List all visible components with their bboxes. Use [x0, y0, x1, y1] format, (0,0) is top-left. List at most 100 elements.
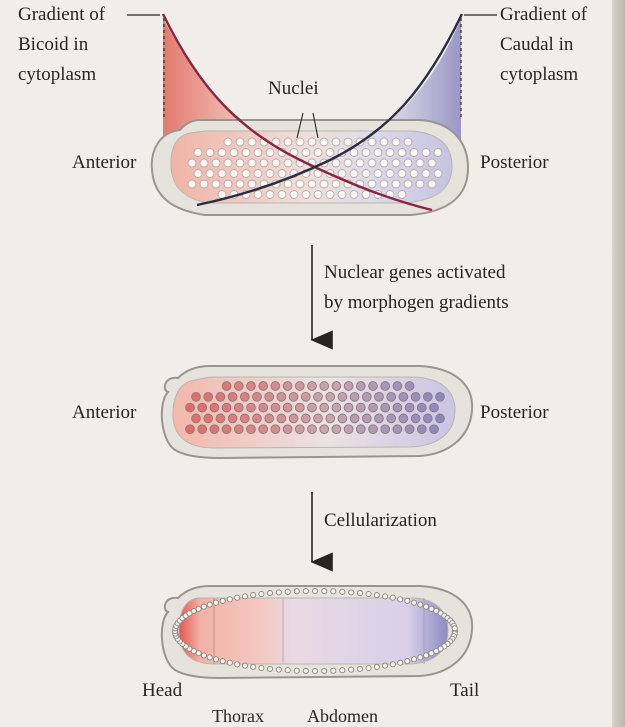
nucleus — [423, 414, 432, 423]
cell — [285, 589, 290, 594]
cell — [294, 589, 299, 594]
nucleus — [186, 425, 195, 434]
cell — [382, 663, 387, 668]
nucleus — [405, 425, 414, 434]
nucleus — [430, 425, 439, 434]
nucleus — [344, 403, 353, 412]
cell — [390, 662, 395, 667]
cell — [285, 668, 290, 673]
nucleus — [314, 414, 323, 423]
cell — [390, 595, 395, 600]
cell — [251, 593, 256, 598]
nucleus — [344, 382, 353, 391]
cell — [303, 668, 308, 673]
nucleus — [423, 392, 432, 401]
bicoid-label-line-1: Gradient of — [18, 4, 105, 26]
nucleus — [212, 180, 220, 188]
nucleus — [308, 138, 316, 146]
nucleus — [338, 414, 347, 423]
nucleus — [320, 138, 328, 146]
nucleus — [253, 392, 262, 401]
nucleus — [326, 191, 334, 199]
nucleus — [228, 414, 237, 423]
cell — [349, 590, 354, 595]
nucleus — [194, 149, 202, 157]
nucleus — [362, 392, 371, 401]
nucleus — [206, 170, 214, 178]
nucleus — [222, 425, 231, 434]
nucleus — [302, 191, 310, 199]
nucleus — [350, 392, 359, 401]
nucleus — [254, 170, 262, 178]
nucleus — [200, 159, 208, 167]
nucleus — [295, 382, 304, 391]
cell — [276, 590, 281, 595]
nucleus — [368, 180, 376, 188]
cell — [235, 595, 240, 600]
cell — [242, 594, 247, 599]
stage2-posterior-label: Posterior — [480, 402, 549, 424]
nucleus — [242, 149, 250, 157]
nucleus — [296, 180, 304, 188]
nucleus — [362, 191, 370, 199]
nucleus — [326, 392, 335, 401]
nucleus — [362, 149, 370, 157]
cell — [196, 606, 201, 611]
cell — [322, 589, 327, 594]
cell — [398, 597, 403, 602]
nucleus — [326, 414, 335, 423]
nucleus — [194, 170, 202, 178]
nucleus — [374, 170, 382, 178]
nucleus — [356, 382, 365, 391]
cell — [398, 660, 403, 665]
nucleus — [302, 149, 310, 157]
nucleus — [380, 138, 388, 146]
nucleus — [289, 392, 298, 401]
nucleus — [284, 159, 292, 167]
cell — [411, 657, 416, 662]
cell — [322, 668, 327, 673]
nucleus — [272, 159, 280, 167]
nucleus — [428, 159, 436, 167]
nucleus — [308, 180, 316, 188]
nucleus — [380, 180, 388, 188]
cell — [201, 604, 206, 609]
nucleus — [393, 403, 402, 412]
nucleus — [338, 191, 346, 199]
nucleus — [224, 138, 232, 146]
nucleus — [428, 180, 436, 188]
bicoid-label-line-3: cytoplasm — [18, 64, 96, 86]
nucleus — [240, 414, 249, 423]
nucleus — [278, 170, 286, 178]
cell — [357, 666, 362, 671]
nucleus — [192, 414, 201, 423]
nucleus — [320, 425, 329, 434]
nucleus — [374, 149, 382, 157]
nucleus — [234, 425, 243, 434]
nucleus — [222, 403, 231, 412]
nucleus — [277, 414, 286, 423]
nucleus — [218, 170, 226, 178]
nucleus — [301, 392, 310, 401]
cell — [220, 598, 225, 603]
nucleus — [380, 159, 388, 167]
nucleus — [278, 191, 286, 199]
stage1-anterior-label: Anterior — [72, 152, 136, 174]
nucleus — [236, 180, 244, 188]
cell — [424, 604, 429, 609]
nucleus — [234, 382, 243, 391]
nucleus — [265, 392, 274, 401]
nucleus — [265, 414, 274, 423]
nucleus — [266, 170, 274, 178]
nucleus — [247, 382, 256, 391]
nucleus — [216, 414, 225, 423]
nucleus — [200, 180, 208, 188]
nucleus — [290, 191, 298, 199]
bicoid-label-line-2: Bicoid in — [18, 34, 88, 56]
nucleus — [259, 382, 268, 391]
cell — [405, 659, 410, 664]
cell — [213, 600, 218, 605]
nucleus — [356, 425, 365, 434]
arrow2-caption: Cellularization — [324, 510, 437, 532]
